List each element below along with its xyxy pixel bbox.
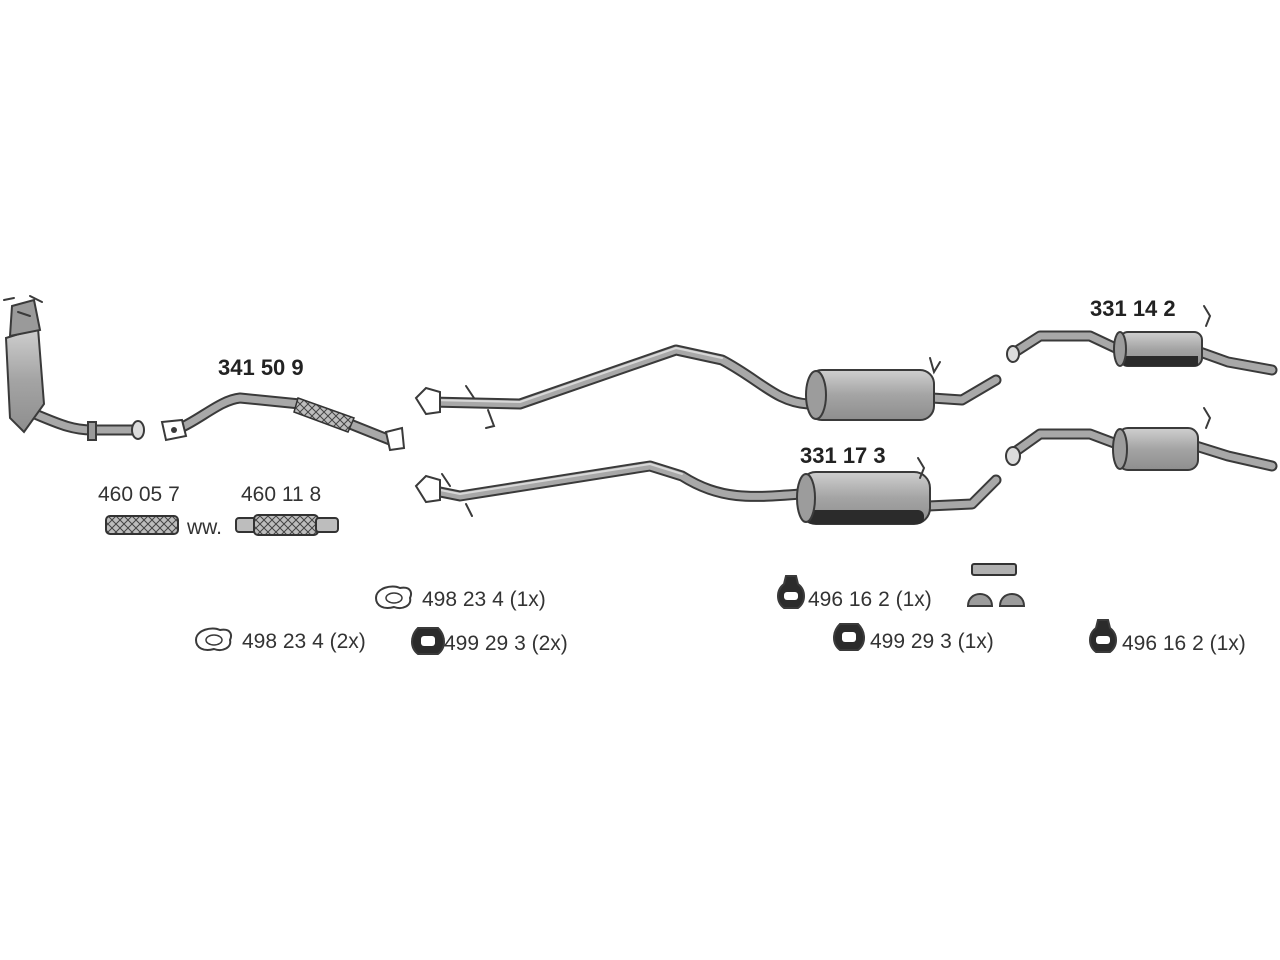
ww-label: ww. [186,516,222,539]
rubber-mount-icon [411,627,445,655]
front-pipe-label: 341 50 9 [218,355,304,380]
gasket-icon [374,585,412,609]
accessory-mount-1x: 499 29 3 (1x) [870,630,994,653]
front-pipe [160,392,406,452]
flex-pipe-a-label: 460 05 7 [98,483,180,506]
rubber-hanger-icon [1089,619,1117,653]
flex-pipe-460-11-8 [235,514,339,536]
upper-center-pipe-muffler [414,344,1002,429]
lower-center-pipe-muffler [414,457,1002,525]
rubber-hanger-icon [777,575,805,609]
center-muffler-lower-label: 331 17 3 [800,443,886,468]
flex-pipe-b-label: 460 11 8 [241,483,321,506]
accessory-gasket-1x: 498 23 4 (1x) [422,588,546,611]
rubber-mount-icon [833,623,865,651]
clamp-parts [966,563,1026,607]
gasket-icon [194,627,232,651]
flex-pipe-460-05-7 [105,515,179,535]
accessory-hanger-1x-a: 496 16 2 (1x) [808,588,932,611]
rear-muffler-lower [1005,407,1278,472]
rear-muffler-upper-label: 331 14 2 [1090,296,1176,321]
accessory-hanger-1x-b: 496 16 2 (1x) [1122,632,1246,655]
accessory-mount-2x: 499 29 3 (2x) [444,632,568,655]
catalytic-converter [3,295,145,441]
accessory-gasket-2x: 498 23 4 (2x) [242,630,366,653]
rear-muffler-upper [1006,305,1278,376]
